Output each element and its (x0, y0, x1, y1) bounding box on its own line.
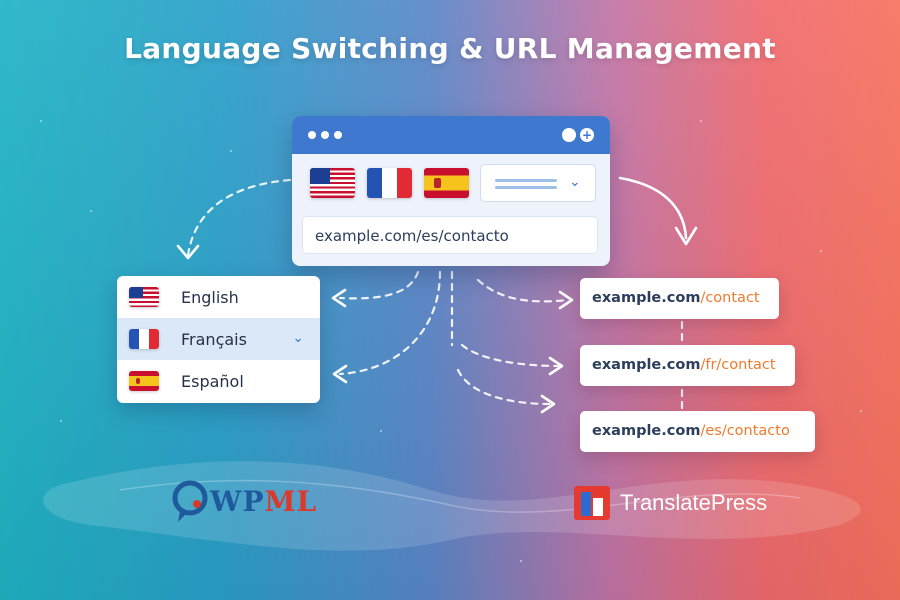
translatepress-text: TranslatePress (620, 490, 768, 515)
background-speck (40, 120, 42, 122)
wpml-text-ml: ML (264, 484, 318, 518)
background-speck (860, 410, 862, 412)
page-title: Language Switching & URL Management (124, 32, 776, 65)
url-path: /es/contacto (416, 227, 509, 245)
window-dot-icon (308, 131, 316, 139)
us-flag-icon[interactable] (310, 168, 355, 198)
language-item-french[interactable]: Français ⌄ (117, 318, 320, 360)
url-domain: example.com (592, 290, 701, 306)
background-speck (90, 210, 92, 212)
select-placeholder-line (495, 179, 557, 182)
spain-flag-icon[interactable] (424, 168, 469, 198)
chevron-down-icon: ⌄ (292, 330, 304, 346)
translatepress-logo: TranslatePress (572, 484, 767, 522)
us-flag-icon (129, 287, 159, 307)
spain-flag-icon (129, 371, 159, 391)
select-placeholder-line (495, 186, 557, 189)
france-flag-icon (129, 329, 159, 349)
window-dot-icon (321, 131, 329, 139)
language-label: Français (181, 329, 247, 349)
wpml-text-p: P (242, 484, 265, 518)
url-domain: example.com (592, 357, 701, 373)
translatepress-logo-icon (574, 486, 610, 520)
browser-window: + ⌄ example.com/es/contacto (292, 116, 610, 266)
wpml-text-w: W (210, 484, 243, 518)
language-item-english[interactable]: English (117, 276, 320, 318)
background-speck (700, 120, 702, 122)
url-path: /fr/contact (700, 357, 776, 373)
window-circle-button[interactable] (562, 128, 576, 142)
url-domain: example.com (592, 423, 701, 439)
url-path: /es/contacto (700, 423, 790, 439)
flag-buttons (310, 168, 469, 198)
wpml-logo: WPML (170, 478, 317, 524)
browser-title-bar: + (292, 116, 610, 154)
wpml-logo-icon (172, 480, 208, 522)
url-card[interactable]: example.com/contact (580, 278, 779, 319)
add-tab-icon[interactable]: + (580, 128, 594, 142)
language-label: English (181, 287, 239, 307)
france-flag-icon[interactable] (367, 168, 412, 198)
url-card[interactable]: example.com/fr/contact (580, 345, 795, 386)
url-domain: example.com (315, 227, 417, 245)
background-speck (60, 420, 62, 422)
language-item-spanish[interactable]: Español (117, 360, 320, 402)
background-speck (230, 150, 232, 152)
language-switcher: English Français ⌄ Español (117, 276, 320, 403)
address-bar[interactable]: example.com/es/contacto (302, 216, 598, 254)
url-path: /contact (700, 290, 760, 306)
background-speck (820, 250, 822, 252)
chevron-down-icon: ⌄ (569, 174, 581, 190)
background-speck (520, 560, 522, 562)
background-wave (43, 461, 861, 551)
background-speck (380, 430, 382, 432)
language-select[interactable]: ⌄ (480, 164, 596, 202)
url-card[interactable]: example.com/es/contacto (580, 411, 815, 452)
window-dot-icon (334, 131, 342, 139)
language-label: Español (181, 371, 244, 391)
